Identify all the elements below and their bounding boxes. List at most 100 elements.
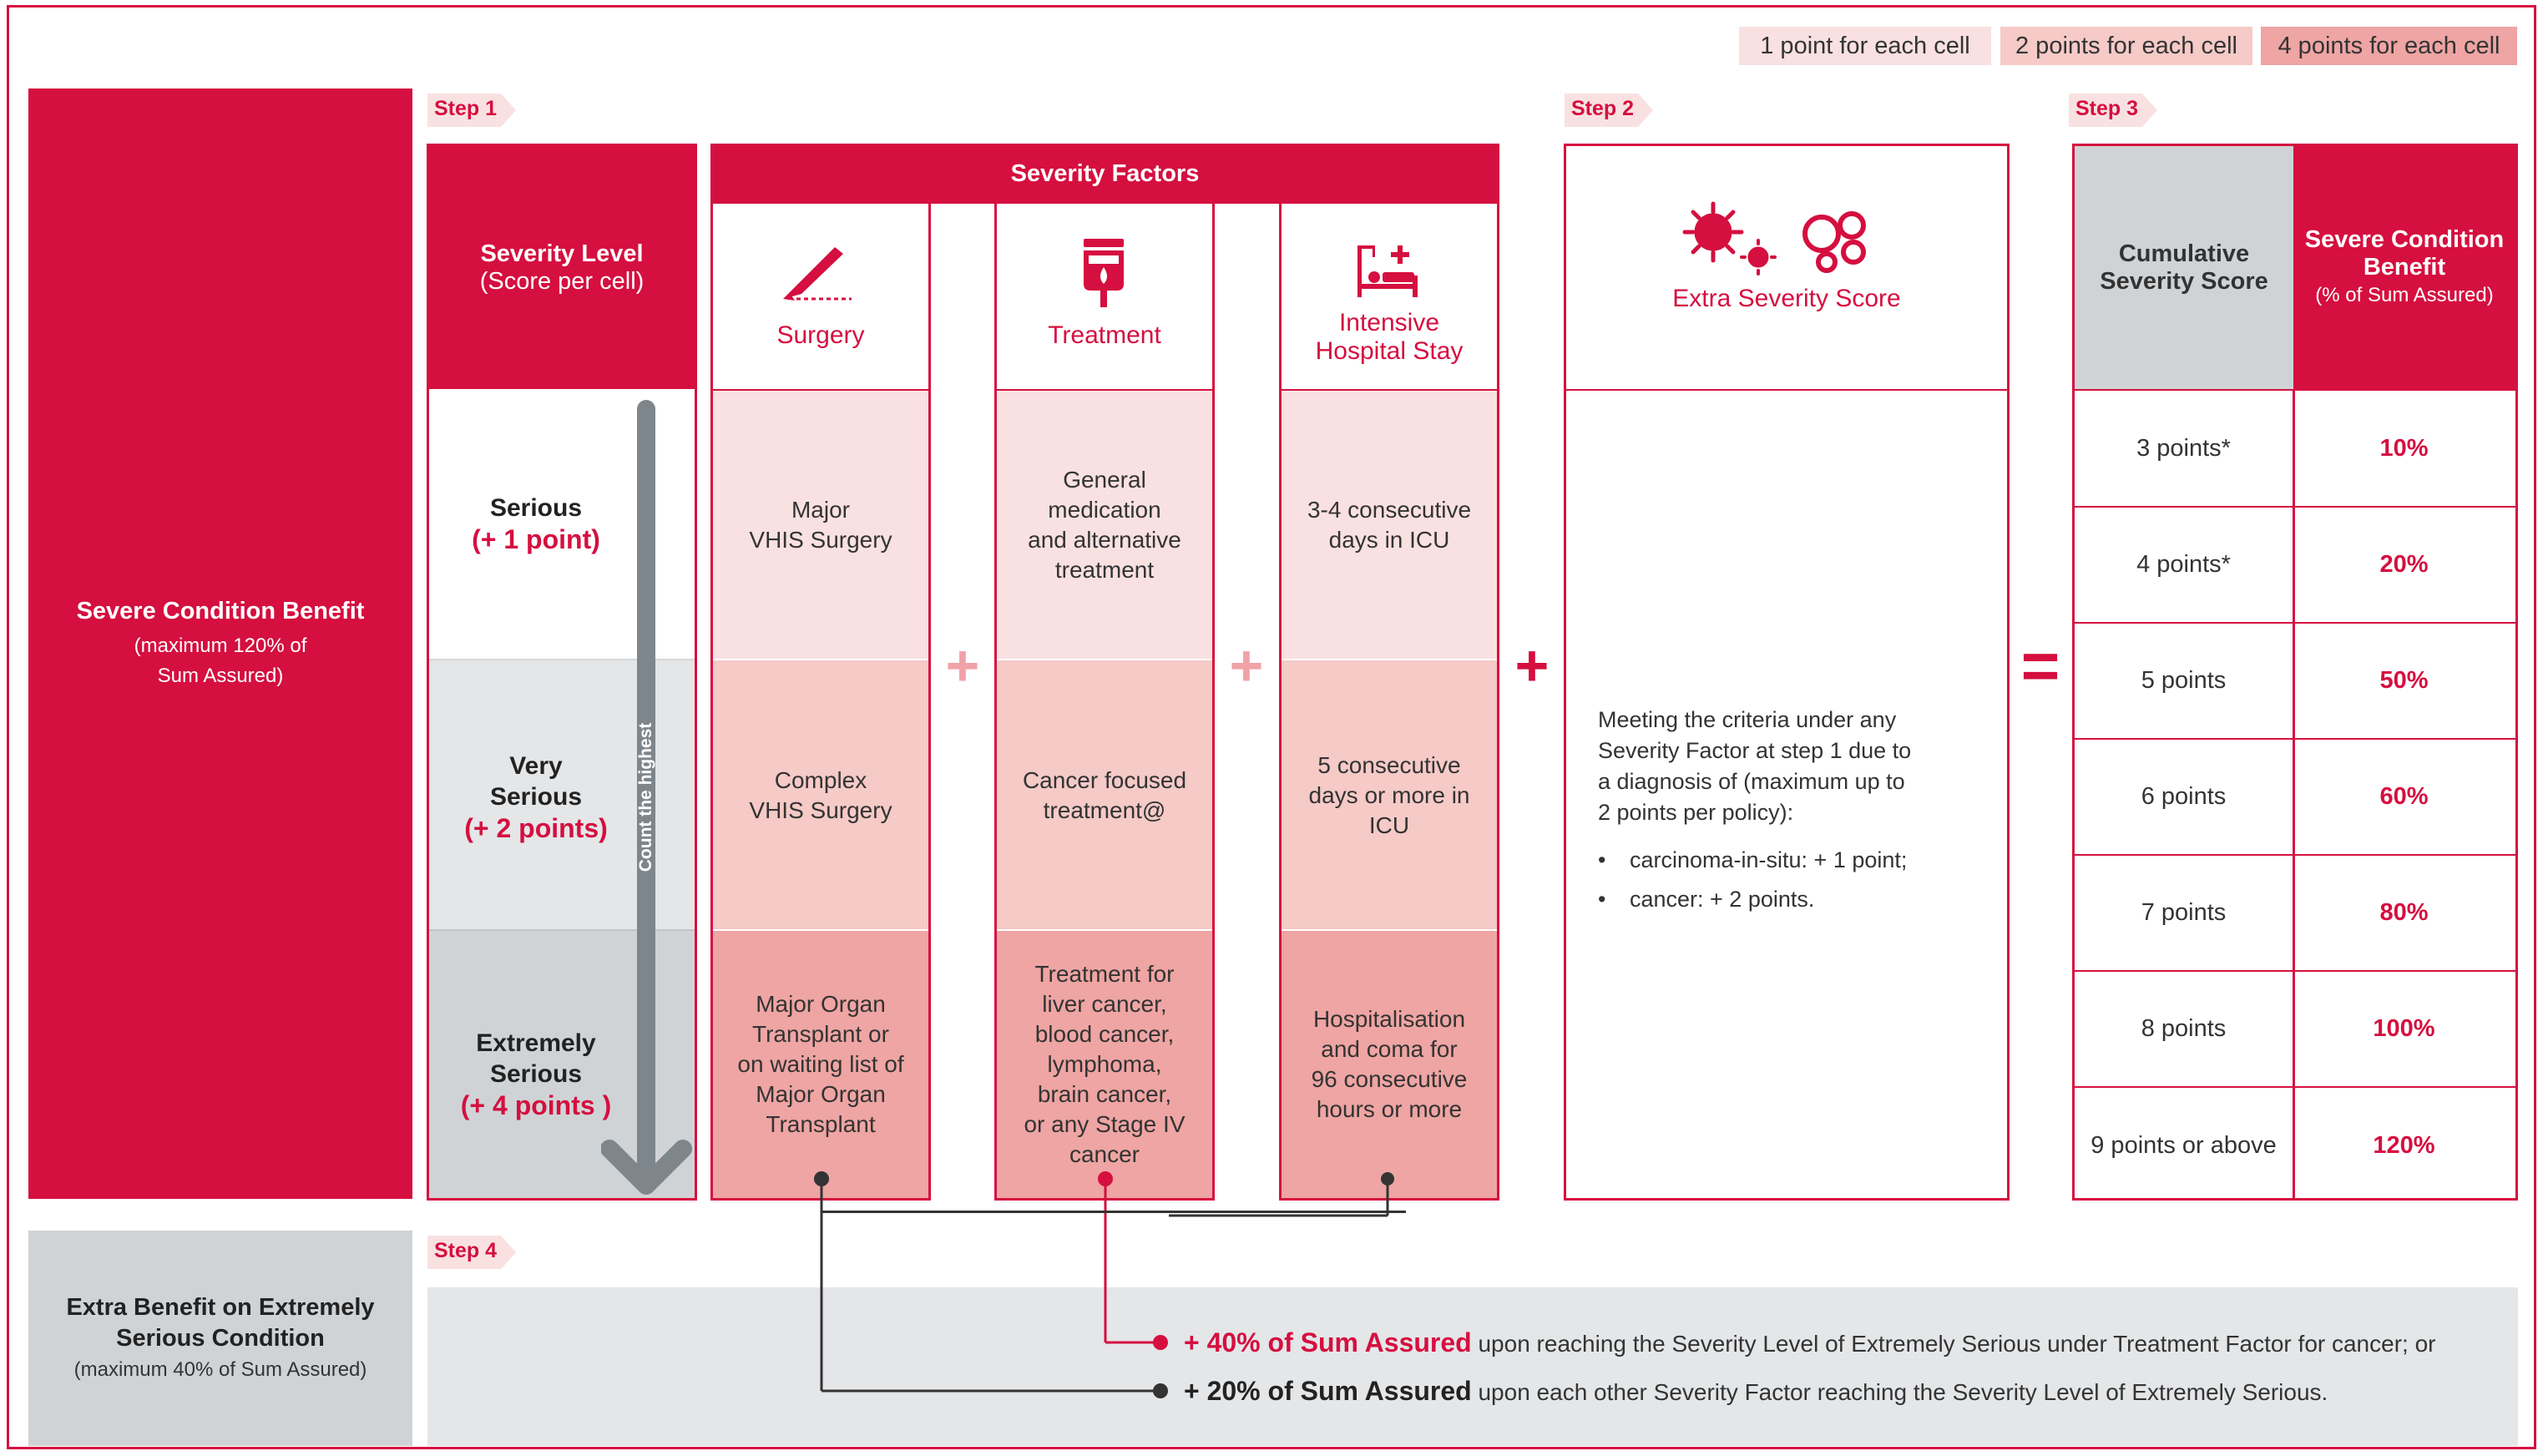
severity-level-subtitle: (Score per cell) <box>479 267 645 295</box>
desc-line: Severity Factor at step 1 due to <box>1598 738 1912 763</box>
cell-divider <box>713 659 928 660</box>
cell-divider <box>997 659 1212 660</box>
connector-segment <box>822 1211 1406 1213</box>
level-points: (+ 2 points) <box>464 813 608 843</box>
score-cell: 3 points* <box>2136 434 2231 462</box>
cell-text: blood cancer, <box>1034 1021 1175 1047</box>
score-row: 6 points 60% <box>2075 740 2515 856</box>
cell-text: days in ICU <box>1328 527 1450 553</box>
plus-sign: + <box>1229 633 1264 698</box>
extra-benefit-amount: + 20% of Sum Assured <box>1184 1376 1472 1406</box>
cell-text: and coma for <box>1321 1036 1458 1062</box>
extra-benefit-title: Serious Condition <box>116 1324 325 1352</box>
surgery-header-cell <box>713 204 928 389</box>
cell-text: Major Organ <box>756 991 886 1017</box>
step3-tag: Step 3 <box>2069 94 2157 127</box>
iv-drip-icon <box>1084 239 1124 307</box>
level-very-serious-label: Very Serious (+ 2 points) <box>429 743 643 852</box>
extra-benefit-line-1: + 40% of Sum Assured upon reaching the S… <box>1184 1327 2503 1361</box>
legend-four-points: 4 points for each cell <box>2261 27 2517 65</box>
severity-level-title: Severity Level <box>480 240 644 267</box>
hospital-stay-label: Intensive Hospital Stay <box>1282 307 1497 367</box>
arrow-text-wrap: Count the highest <box>634 723 659 872</box>
extra-severity-title: Extra Severity Score <box>1672 285 1901 312</box>
level-serious-label: Serious (+ 1 point) <box>429 478 643 569</box>
hospital-bed-icon <box>1357 245 1418 297</box>
cell-text: Cancer focused <box>1022 766 1187 793</box>
extra-benefit-panel: Extra Benefit on Extremely Serious Condi… <box>28 1231 412 1446</box>
score-cell: 4 points* <box>2136 551 2231 578</box>
cell-divider <box>1282 389 1497 391</box>
cell-divider <box>1566 389 2007 391</box>
hospital-stay-label-line: Hospital Stay <box>1315 337 1464 365</box>
cell-text: lymphoma, <box>1047 1051 1162 1077</box>
benefit-cell: 50% <box>2379 667 2429 694</box>
bullet-item: •carcinoma-in-situ: + 1 point; <box>1598 845 1999 876</box>
cell-text: liver cancer, <box>1042 991 1167 1017</box>
severity-level-column <box>427 144 697 1201</box>
level-name: Serious <box>489 1060 583 1088</box>
step1-tag: Step 1 <box>427 94 516 127</box>
surgery-serious-cell: Major VHIS Surgery <box>713 391 928 660</box>
step4-tag: Step 4 <box>427 1236 516 1269</box>
cell-text: 3-4 consecutive <box>1307 497 1472 523</box>
level-name: Serious <box>489 783 583 811</box>
extra-severity-box <box>1564 144 2010 1201</box>
panel-subtitle-1: (maximum 120% of <box>134 634 307 657</box>
benefit-cell: 80% <box>2379 899 2429 926</box>
score-row: 8 points 100% <box>2075 972 2515 1088</box>
treatment-very-serious-cell: Cancer focused treatment@ <box>997 660 1212 930</box>
severe-condition-benefit-panel: Severe Condition Benefit (maximum 120% o… <box>28 88 412 1199</box>
extra-benefit-strip <box>427 1287 2518 1446</box>
score-cell: 8 points <box>2141 1015 2227 1042</box>
desc-line: 2 points per policy): <box>1598 800 1794 825</box>
level-divider <box>429 929 695 931</box>
step2-tag: Step 2 <box>1565 94 1653 127</box>
extra-benefit-text: upon each other Severity Factor reaching… <box>1471 1379 2328 1405</box>
surgery-extremely-serious-cell: Major Organ Transplant or on waiting lis… <box>713 931 928 1198</box>
score-row: 7 points 80% <box>2075 856 2515 972</box>
desc-line: a diagnosis of (maximum up to <box>1598 769 1905 794</box>
cell-divider <box>713 929 928 931</box>
cell-text: treatment@ <box>1043 796 1166 823</box>
level-name: Very <box>509 752 563 780</box>
cell-text: cancer <box>1069 1141 1140 1167</box>
panel-subtitle-2: Sum Assured) <box>157 665 284 687</box>
table-divider <box>2293 389 2295 1199</box>
score-cell: 7 points <box>2141 899 2227 926</box>
score-row: 4 points* 20% <box>2075 508 2515 624</box>
cell-divider <box>713 389 928 391</box>
cell-text: on waiting list of <box>737 1051 904 1077</box>
cell-text: or any Stage IV <box>1024 1111 1186 1137</box>
bullet-text: cancer: + 2 points. <box>1630 887 1815 912</box>
extra-benefit-subtitle: (maximum 40% of Sum Assured) <box>73 1357 367 1381</box>
outer-frame <box>7 5 2536 1449</box>
score-cell: 6 points <box>2141 783 2227 810</box>
cell-text: days or more in <box>1308 781 1470 808</box>
cell-text: Hospitalisation <box>1312 1006 1466 1032</box>
cell-divider <box>1282 929 1497 931</box>
cumulative-score-header: Cumulative Severity Score <box>2075 146 2293 389</box>
cell-divider <box>997 389 1212 391</box>
benefit-cell: 120% <box>2373 1131 2435 1159</box>
score-row: 3 points* 10% <box>2075 391 2515 508</box>
cell-text: Transplant or <box>752 1021 889 1047</box>
score-rows: 3 points* 10% 4 points* 20% 5 points 50%… <box>2075 391 2515 1199</box>
extra-benefit-title: Extra Benefit on Extremely <box>66 1293 375 1321</box>
level-name: Serious <box>489 493 583 522</box>
cell-text: 96 consecutive <box>1311 1066 1468 1092</box>
hospital-stay-column <box>1279 201 1499 1201</box>
cell-text: ICU <box>1368 811 1410 838</box>
hospital-serious-cell: 3-4 consecutive days in ICU <box>1282 391 1497 660</box>
header-line: Cumulative <box>2118 240 2250 267</box>
plus-sign: + <box>1514 633 1550 698</box>
hospital-stay-label-line: Intensive <box>1338 309 1440 336</box>
score-row: 9 points or above 120% <box>2075 1088 2515 1203</box>
cell-text: treatment <box>1054 557 1155 583</box>
count-highest-arrow-icon <box>601 400 692 1195</box>
benefit-cell: 20% <box>2379 551 2429 578</box>
extra-benefit-line-2: + 20% of Sum Assured upon each other Sev… <box>1184 1376 2503 1409</box>
severity-factors-header: Severity Factors <box>710 144 1499 204</box>
hospital-very-serious-cell: 5 consecutive days or more in ICU <box>1282 660 1497 930</box>
scalpel-icon <box>783 247 852 301</box>
